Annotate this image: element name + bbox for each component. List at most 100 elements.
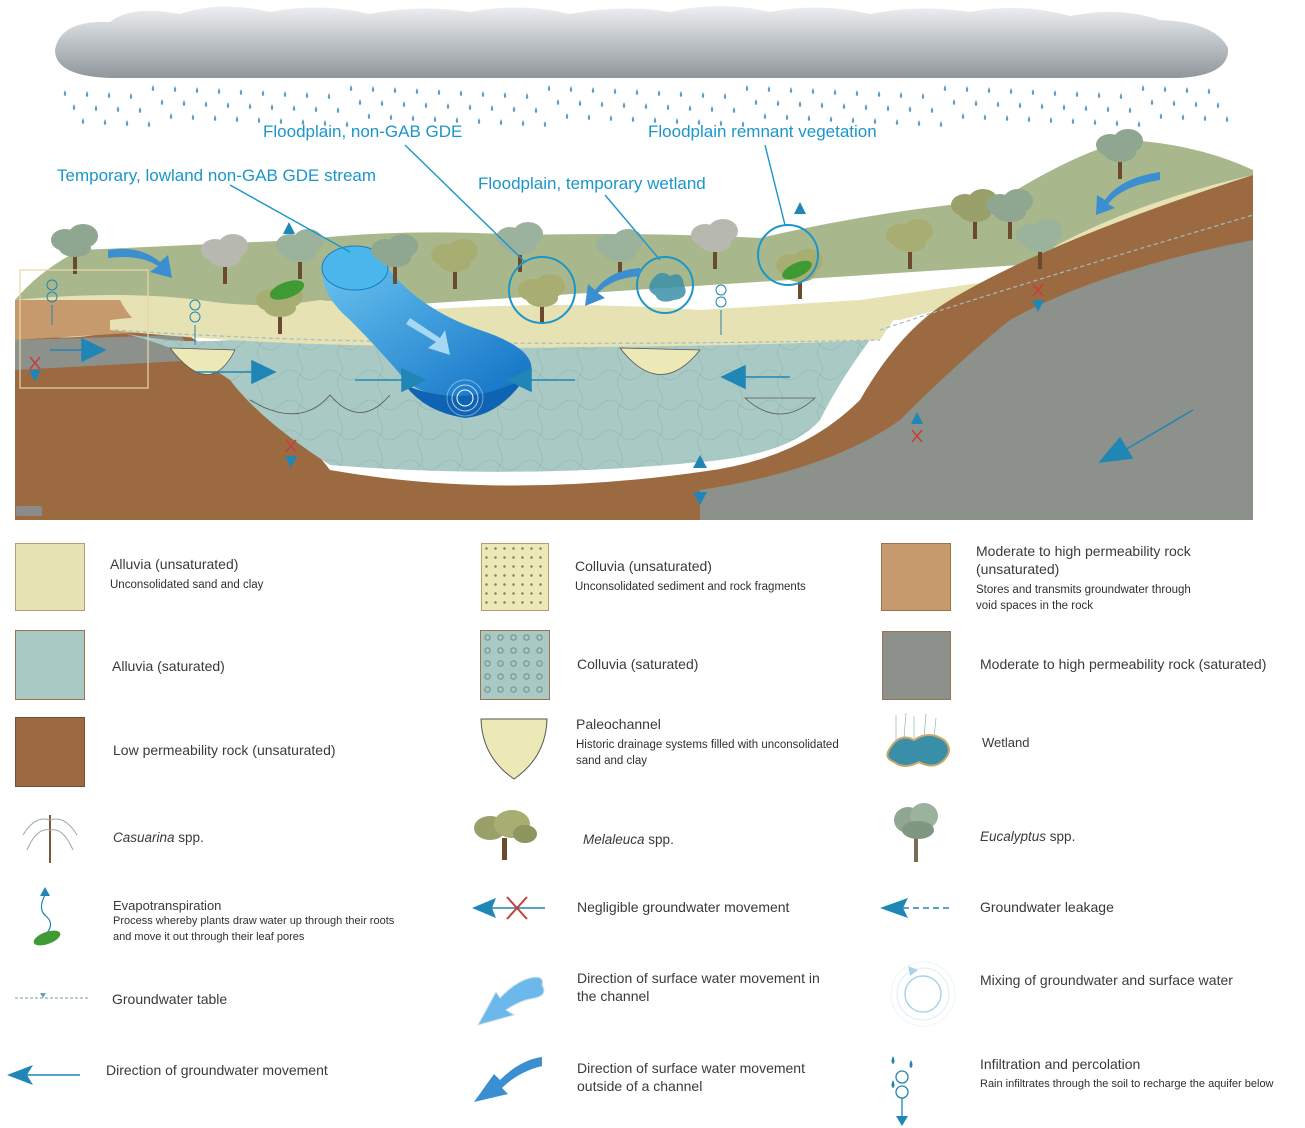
tree [886, 219, 933, 269]
groundwater-table-icon [15, 993, 90, 999]
legend-gw-direction-title: Direction of groundwater movement [106, 1062, 328, 1078]
rain-drop [283, 91, 287, 97]
tree [1096, 129, 1143, 179]
rain-drop [807, 115, 811, 121]
rain-drop [1084, 105, 1088, 111]
rain-drop [1106, 106, 1110, 112]
rain-drop [864, 104, 868, 110]
legend-infiltration-title: Infiltration and percolation [980, 1056, 1141, 1072]
legend-evapotranspiration-desc: Process whereby plants draw water up thr… [113, 915, 395, 943]
rain-drop [974, 100, 978, 106]
groundwater-leakage-icon [880, 898, 953, 918]
rain-drop [1137, 121, 1141, 127]
rain-drop [855, 90, 859, 96]
legend-colluvia-unsaturated-desc: Unconsolidated sediment and rock fragmen… [575, 581, 806, 593]
rain-drop [1194, 101, 1198, 107]
rain-drop [961, 113, 965, 119]
melaleuca-icon [474, 810, 537, 860]
inset-frame [19, 269, 149, 389]
rain-drop [129, 93, 133, 99]
rain-drop [1163, 86, 1167, 92]
rain-drop [138, 107, 142, 113]
rain-drop [195, 87, 199, 93]
rain-drop [213, 115, 217, 121]
rain-drop [1049, 117, 1053, 123]
rain-drop [1128, 107, 1132, 113]
rain-drop [107, 92, 111, 98]
rain-drop [723, 93, 727, 99]
legend-rock-saturated-title: Moderate to high permeability rock (satu… [980, 656, 1267, 672]
callout-circles [508, 224, 819, 324]
rain-drop [94, 105, 98, 111]
rain-drop [644, 103, 648, 109]
casuarina-suffix: spp. [174, 830, 204, 845]
rain-drop [688, 105, 692, 111]
rain-drop [173, 86, 177, 92]
tree [431, 239, 478, 289]
rain-drop [81, 118, 85, 124]
evapotranspiration-icon [33, 887, 61, 946]
legend-melaleuca: Melaleuca spp. [583, 831, 674, 849]
rain-drop [380, 100, 384, 106]
rain-drop [270, 104, 274, 110]
alluvia-saturated-swatch [15, 630, 85, 700]
tree [691, 219, 738, 269]
rain-drop [521, 120, 525, 126]
rain-drop [741, 121, 745, 127]
rain-drop [499, 119, 503, 125]
rain-drop [587, 114, 591, 120]
rain-drop [679, 91, 683, 97]
rain-drop [657, 90, 661, 96]
tree [371, 234, 418, 284]
rain-drop [433, 116, 437, 122]
rain-drop [952, 99, 956, 105]
rain-drop [116, 106, 120, 112]
rain-drop [719, 120, 723, 126]
rain-drop [1075, 91, 1079, 97]
rain-drop [85, 91, 89, 97]
tree [276, 229, 323, 279]
rain-drop [1031, 89, 1035, 95]
rain-drop [72, 104, 76, 110]
rain-drop [1207, 88, 1211, 94]
rain-drop [987, 87, 991, 93]
rain-drop [1181, 114, 1185, 120]
rain-drop [204, 101, 208, 107]
surface-arrows [108, 172, 1160, 355]
rain-drop [1203, 115, 1207, 121]
stream-channel [321, 245, 532, 418]
rain-drop [701, 92, 705, 98]
rain-drop [512, 106, 516, 112]
rain-drop [411, 115, 415, 121]
rain-drop [763, 113, 767, 119]
rain-drop [622, 102, 626, 108]
rain-drop [767, 86, 771, 92]
legend-colluvia-unsaturated-title: Colluvia (unsaturated) [575, 558, 712, 574]
tree [596, 229, 643, 279]
legend-gw-table-title: Groundwater table [112, 991, 228, 1007]
rain-drop [1071, 118, 1075, 124]
mixing-icon [890, 961, 956, 1027]
rain-drop [1216, 102, 1220, 108]
rain-drop [424, 102, 428, 108]
rain-drop [481, 91, 485, 97]
legend-evapotranspiration-title: Evapotranspiration [113, 898, 222, 913]
infiltration-symbols [46, 279, 727, 345]
leaf-left [269, 280, 305, 300]
rain-drop [226, 102, 230, 108]
rain-drop [1097, 92, 1101, 98]
paleochannel-icon [480, 718, 548, 780]
rain-drop [820, 102, 824, 108]
callout-temporary-wetland: Floodplain, temporary wetland [478, 174, 706, 193]
casuarina-genus: Casuarina [113, 830, 175, 845]
rain-drop [921, 93, 925, 99]
rain-drop [1150, 99, 1154, 105]
rain-drop [1119, 93, 1123, 99]
groundwater-table-line [114, 329, 881, 344]
rain-drop [147, 121, 151, 127]
rain-drop [895, 119, 899, 125]
rain-drop [939, 121, 943, 127]
groundwater-arrows [50, 337, 1194, 463]
rain-drop [631, 116, 635, 122]
rain-drop [314, 106, 318, 112]
